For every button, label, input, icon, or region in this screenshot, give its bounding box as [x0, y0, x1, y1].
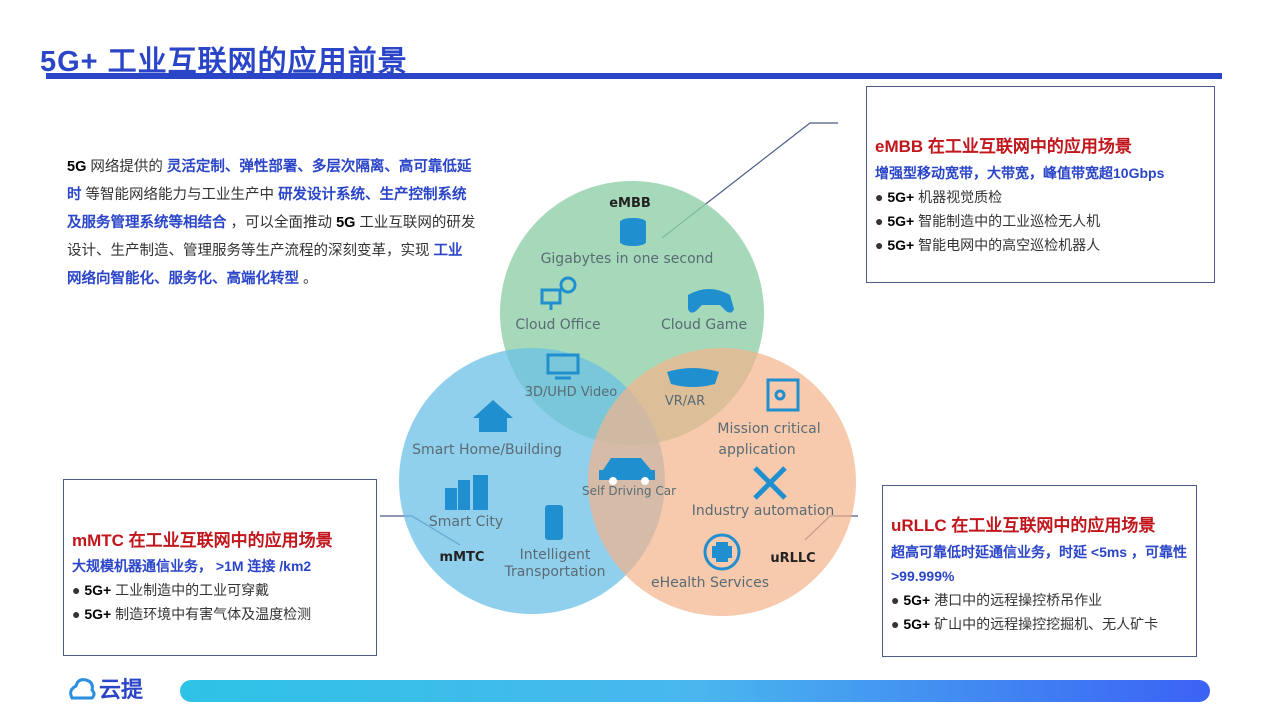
mission-label: Mission critical: [717, 421, 820, 437]
intro-text: 等智能网络能力与工业生产中: [81, 187, 279, 203]
list-item: ● 5G+ 智能制造中的工业巡检无人机: [875, 213, 1101, 229]
embb-connector: [661, 122, 838, 239]
vr-headset-icon: [667, 368, 719, 387]
title-underline: [46, 73, 1222, 79]
logo-text: 云提: [99, 677, 144, 702]
list-item: ● 5G+ 工业制造中的工业可穿戴: [72, 582, 270, 598]
intro-text: 5G: [67, 159, 87, 175]
company-logo: 云提: [68, 672, 143, 704]
self-driving-label: Self Driving Car: [582, 484, 676, 498]
urllc-subtitle: 超高可靠低时延通信业务，时延 <5ms ，可靠性 >99.999%: [891, 544, 1187, 584]
list-item: ● 5G+ 智能电网中的高空巡检机器人: [875, 237, 1101, 253]
list-item: ● 5G+ 港口中的远程操控桥吊作业: [891, 592, 1103, 608]
list-item: ● 5G+ 矿山中的远程操控挖掘机、无人矿卡: [891, 616, 1159, 632]
intro-text: 。: [299, 271, 318, 287]
its-label: Intelligent: [520, 547, 591, 563]
cloud-game-label: Cloud Game: [661, 317, 747, 333]
mission-label-2: application: [718, 442, 795, 458]
mmtc-heading: mMTC 在工业互联网中的应用场景: [72, 531, 333, 550]
intro-text: ，可以全面推动: [226, 215, 337, 231]
embb-card: eMBB 在工业互联网中的应用场景 增强型移动宽带，大带宽，峰值带宽超10Gbp…: [866, 86, 1215, 283]
cloud-office-label: Cloud Office: [515, 317, 600, 333]
car-icon: [599, 458, 655, 485]
industry-label: Industry automation: [692, 503, 835, 519]
intro-text: 网络提供的: [86, 159, 167, 175]
tools-icon: [753, 466, 787, 500]
vrar-label: VR/AR: [665, 394, 705, 409]
cloud-logo-icon: [69, 678, 96, 700]
embb-subtitle: 增强型移动宽带，大带宽，峰值带宽超10Gbps: [875, 165, 1165, 181]
mmtc-circle: [399, 348, 665, 614]
urllc-card: uRLLC 在工业互联网中的应用场景 超高可靠低时延通信业务，时延 <5ms ，…: [882, 485, 1197, 657]
buildings-icon: [445, 475, 488, 510]
monitor-icon: [546, 353, 580, 380]
urllc-heading: uRLLC 在工业互联网中的应用场景: [891, 516, 1156, 535]
footer-bar: [180, 680, 1210, 702]
intro-highlight: 工业网络向智能化、服务化、高端化转型: [67, 243, 463, 287]
urllc-label: uRLLC: [770, 551, 815, 566]
list-item: ● 5G+ 制造环境中有害气体及温度检测: [72, 606, 312, 622]
ehealth-label: eHealth Services: [651, 575, 769, 591]
intro-highlight: 研发设计系统、生产控制系统及服务管理系统等相结合: [67, 187, 467, 231]
intro-text: 5G: [336, 215, 356, 231]
video-label: 3D/UHD Video: [525, 385, 618, 400]
urllc-circle: [588, 348, 856, 616]
database-icon: [620, 218, 646, 246]
cloud-office-icon: [540, 276, 577, 310]
gigabytes-label: Gigabytes in one second: [541, 251, 714, 267]
house-icon: [473, 400, 513, 432]
its-label-2: Transportation: [503, 564, 605, 580]
safe-icon: [766, 378, 800, 412]
gamepad-icon: [688, 289, 734, 313]
embb-heading: eMBB 在工业互联网中的应用场景: [875, 137, 1132, 156]
smart-home-label: Smart Home/Building: [412, 442, 562, 458]
page-title: 5G+ 工业互联网的应用前景: [40, 46, 408, 78]
mmtc-card: mMTC 在工业互联网中的应用场景 大规模机器通信业务， >1M 连接 /km2…: [63, 479, 377, 656]
embb-label: eMBB: [609, 196, 651, 211]
health-cross-icon: [703, 533, 741, 571]
traffic-light-icon: [545, 505, 563, 540]
mmtc-subtitle: 大规模机器通信业务， >1M 连接 /km2: [72, 558, 312, 574]
intro-paragraph: 5G 网络提供的 灵活定制、弹性部署、多层次隔离、高可靠低延时 等智能网络能力与…: [67, 153, 477, 293]
intro-text: 工业互联网的研发设计、生产制造、管理服务等生产流程的深刻变革，实现: [67, 215, 476, 259]
smart-city-label: Smart City: [429, 514, 503, 530]
mmtc-label: mMTC: [440, 550, 485, 565]
intro-highlight: 灵活定制、弹性部署、多层次隔离、高可靠低延时: [67, 159, 472, 203]
list-item: ● 5G+ 机器视觉质检: [875, 189, 1003, 205]
